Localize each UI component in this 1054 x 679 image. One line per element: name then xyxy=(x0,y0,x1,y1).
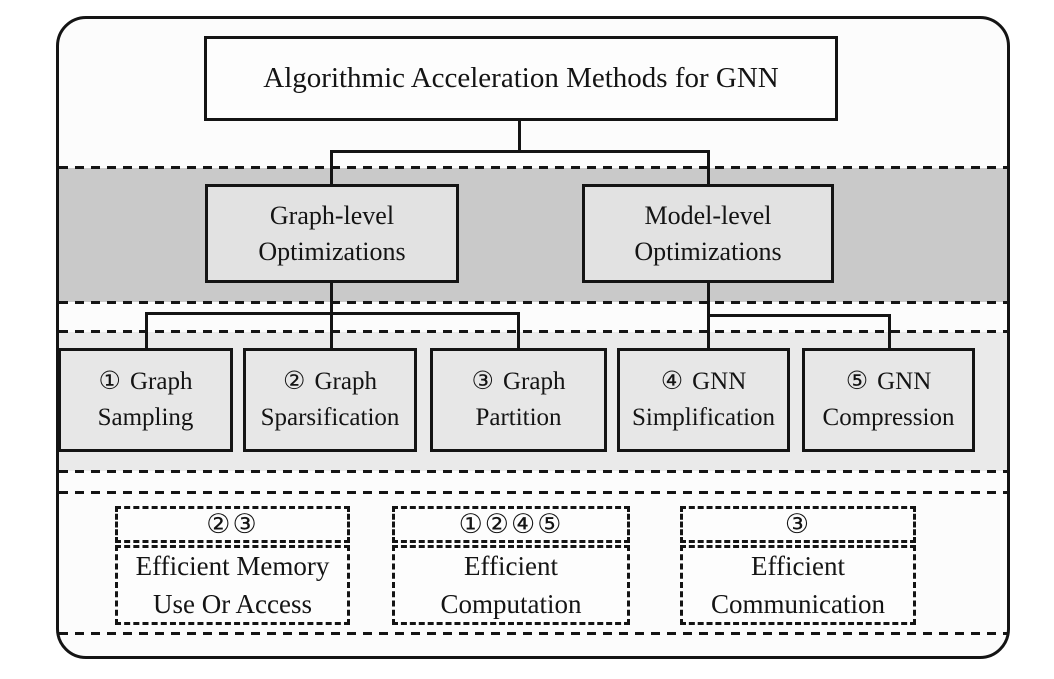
connector-graph-level-down xyxy=(330,281,333,350)
dashed-separator xyxy=(59,301,1007,304)
computation-badge-box: ①②④⑤ xyxy=(392,506,630,543)
dashed-separator xyxy=(59,330,1007,333)
graph-sampling-word: Graph xyxy=(129,368,193,395)
efficient-computation-box: Efficient Computation xyxy=(392,545,630,625)
graph-level-optimizations-box: Graph-level Optimizations xyxy=(205,184,459,283)
model-level-optimizations-box: Model-level Optimizations xyxy=(582,184,834,283)
graph-partition-word: Graph xyxy=(502,368,566,395)
graph-sparsification-line2: Sparsification xyxy=(260,404,400,431)
computation-badge-label: ①②④⑤ xyxy=(458,509,564,539)
graph-sampling-line2: Sampling xyxy=(97,404,194,431)
method-number-5: ⑤ xyxy=(845,368,869,395)
graph-sparsification-word: Graph xyxy=(314,368,377,395)
gnn-simplification-line2: Simplification xyxy=(631,404,776,431)
gnn-compression-word: GNN xyxy=(877,368,932,395)
method-number-3: ③ xyxy=(471,368,494,395)
efficient-memory-line2: Use Or Access xyxy=(153,589,312,619)
efficient-communication-line1: Efficient xyxy=(751,551,845,581)
efficient-computation-line1: Efficient xyxy=(464,551,558,581)
gnn-compression-line2: Compression xyxy=(822,404,955,431)
graph-sparsification-line1: ② Graph xyxy=(283,364,377,400)
graph-partition-line2: Partition xyxy=(475,404,562,431)
gnn-simplification-word: GNN xyxy=(692,368,747,395)
connector-to-sampling xyxy=(145,312,148,350)
connector-model-horizontal xyxy=(707,314,891,317)
graph-sampling-line1: ① Graph xyxy=(99,364,193,400)
efficient-memory-line1: Efficient Memory xyxy=(135,551,330,581)
connector-to-partition xyxy=(517,312,520,350)
method-number-4: ④ xyxy=(660,368,684,395)
efficient-communication-box: Efficient Communication xyxy=(680,545,916,625)
dashed-separator xyxy=(59,491,1007,494)
dashed-separator xyxy=(59,166,1007,169)
gnn-simplification-line1: ④ GNN xyxy=(661,364,747,400)
model-level-line1: Model-level xyxy=(644,200,772,230)
level2-band xyxy=(59,168,1007,302)
connector-to-model-level xyxy=(707,150,710,186)
method-number-2: ② xyxy=(283,368,306,395)
efficient-memory-box: Efficient Memory Use Or Access xyxy=(115,545,350,625)
connector-graph-horizontal xyxy=(145,312,520,315)
graph-level-line1: Graph-level xyxy=(269,200,395,230)
graph-partition-box: ③ Graph Partition xyxy=(430,348,607,452)
gnn-simplification-box: ④ GNN Simplification xyxy=(617,348,790,452)
connector-top-horizontal xyxy=(330,150,710,153)
root-title-label: Algorithmic Acceleration Methods for GNN xyxy=(263,62,779,94)
memory-badge-box: ②③ xyxy=(115,506,350,543)
memory-badge-label: ②③ xyxy=(206,509,259,539)
connector-to-compression xyxy=(888,314,891,350)
graph-level-line2: Optimizations xyxy=(258,236,406,266)
communication-badge-label: ③ xyxy=(784,509,812,539)
graph-sampling-box: ① Graph Sampling xyxy=(58,348,233,452)
graph-sparsification-box: ② Graph Sparsification xyxy=(243,348,417,452)
dashed-separator xyxy=(59,632,1007,635)
model-level-line2: Optimizations xyxy=(634,236,782,266)
gnn-compression-box: ⑤ GNN Compression xyxy=(802,348,975,452)
efficient-computation-line2: Computation xyxy=(440,589,582,619)
graph-partition-line1: ③ Graph xyxy=(472,364,566,400)
gnn-compression-line1: ⑤ GNN xyxy=(846,364,932,400)
connector-title-down xyxy=(518,119,521,152)
connector-to-graph-level xyxy=(330,150,333,186)
communication-badge-box: ③ xyxy=(680,506,916,543)
dashed-separator xyxy=(59,470,1007,473)
efficient-communication-line2: Communication xyxy=(711,589,885,619)
method-number-1: ① xyxy=(98,368,121,395)
root-title-box: Algorithmic Acceleration Methods for GNN xyxy=(204,36,838,121)
